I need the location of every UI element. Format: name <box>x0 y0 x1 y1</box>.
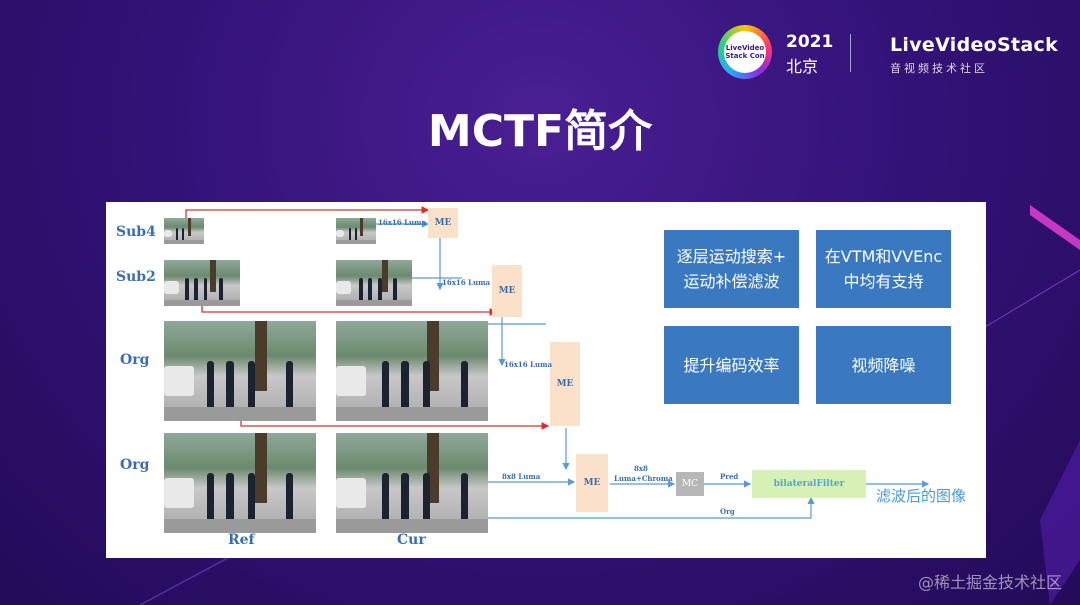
feature-3-line1: 提升编码效率 <box>683 355 780 375</box>
feature-box-3: 提升编码效率 <box>664 326 799 404</box>
feature-4-line1: 视频降噪 <box>851 355 916 375</box>
row-label-sub2: Sub2 <box>116 269 156 285</box>
me-box-sub4: ME <box>428 208 458 238</box>
mc-input-label-1: 8x8 <box>634 464 648 473</box>
column-label-ref: Ref <box>228 532 255 548</box>
search-label-org: 16x16 Luma <box>504 360 553 369</box>
pred-label: Pred <box>720 472 739 481</box>
header-logos: LiveVideo Stack Con 2021 北京 LiveVideoSta… <box>718 22 1058 82</box>
feature-1-line1: 逐层运动搜索+ <box>676 247 787 266</box>
watermark: @稀土掘金技术社区 <box>917 573 1062 592</box>
feature-box-4: 视频降噪 <box>816 326 951 404</box>
feature-box-2: 在VTM和VVEnc 中均有支持 <box>816 230 951 308</box>
event-city: 北京 <box>786 57 819 76</box>
diagram-arrows <box>185 206 930 519</box>
bilateral-filter-box: bilateralFilter <box>752 470 866 498</box>
ref-image-org-2 <box>164 433 316 533</box>
event-year: 2021 <box>786 32 834 52</box>
brand-name: LiveVideoStack <box>890 34 1059 56</box>
search-label-sub4: 16x16 Luma <box>378 218 427 227</box>
org-label: Org <box>720 507 735 516</box>
header-divider <box>850 34 851 72</box>
me-box-fine: ME <box>576 454 608 512</box>
row-label-sub4: Sub4 <box>116 224 156 240</box>
feature-2-line1: 在VTM和VVEnc <box>824 247 943 266</box>
search-label-sub2: 16x16 Luma <box>442 278 491 287</box>
mc-box: MC <box>676 472 704 496</box>
row-label-org-2: Org <box>120 457 150 473</box>
column-label-cur: Cur <box>397 532 426 548</box>
output-label: 滤波后的图像 <box>876 487 967 505</box>
feature-1-line2: 运动补偿滤波 <box>683 272 780 291</box>
row-label-org-1: Org <box>120 352 150 368</box>
feature-2-line2: 中均有支持 <box>843 272 924 291</box>
ref-image-sub4 <box>164 218 204 244</box>
cur-image-sub2 <box>336 260 412 306</box>
cur-image-org-2 <box>336 433 488 533</box>
event-logo-text: LiveVideo Stack Con <box>724 31 766 73</box>
cur-image-sub4 <box>336 218 376 244</box>
ref-image-sub2 <box>164 260 240 306</box>
brand-subtitle: 音视频技术社区 <box>890 62 988 75</box>
cur-image-org-1 <box>336 321 488 421</box>
content-panel: Sub4 Sub2 Org Org Ref Cur <box>106 202 986 558</box>
mc-input-label-2: Luma+Chroma <box>614 474 673 483</box>
feature-box-1: 逐层运动搜索+ 运动补偿滤波 <box>664 230 799 308</box>
search-label-fine: 8x8 Luma <box>502 472 541 481</box>
me-box-sub2: ME <box>492 265 522 317</box>
ref-image-org-1 <box>164 321 316 421</box>
event-logo: LiveVideo Stack Con <box>718 25 772 79</box>
slide-title: MCTF简介 <box>427 106 653 157</box>
me-box-org: ME <box>550 342 580 426</box>
